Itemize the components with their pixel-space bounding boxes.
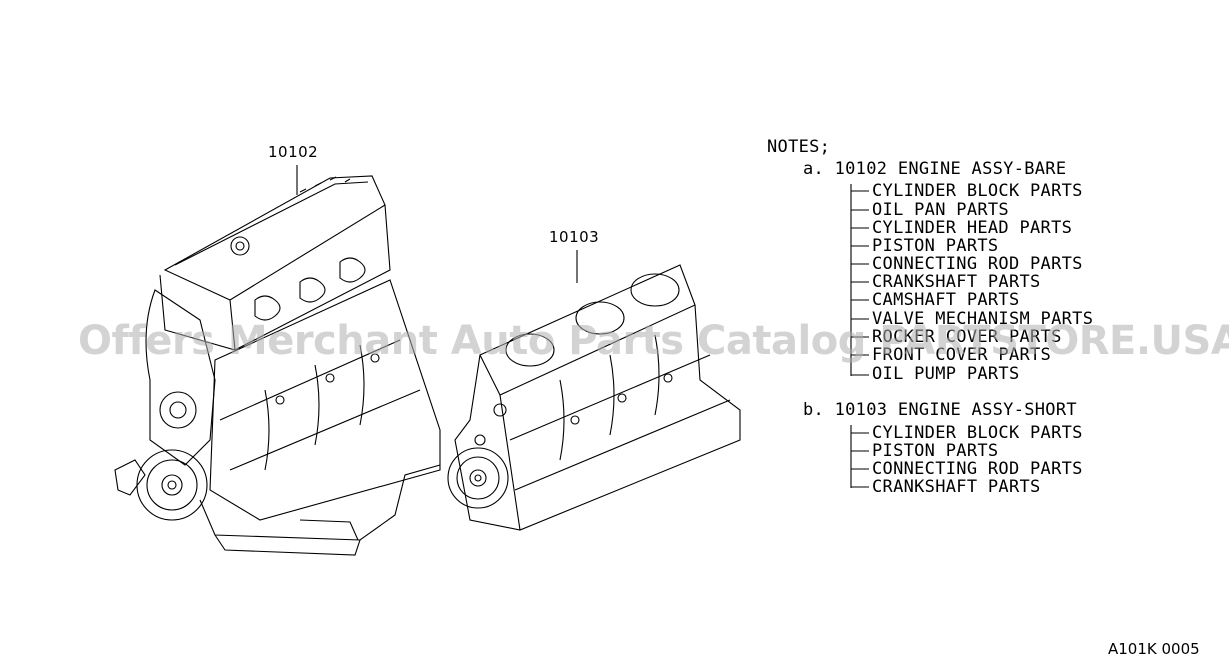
figure-code: A101K 0005: [1108, 640, 1200, 658]
notes-a-item: OIL PUMP PARTS: [872, 364, 1020, 384]
notes-a-title: a. 10102 ENGINE ASSY-BARE: [803, 159, 1067, 179]
notes-b-title: b. 10103 ENGINE ASSY-SHORT: [803, 400, 1077, 420]
notes-b-item: PISTON PARTS: [872, 441, 999, 461]
notes-a-bracket: [850, 184, 869, 376]
notes-a-item: CYLINDER HEAD PARTS: [872, 218, 1073, 238]
callout-10103: 10103: [549, 228, 600, 246]
notes-b-bracket: [850, 425, 869, 488]
notes-a-item: OIL PAN PARTS: [872, 200, 1009, 220]
engine-assy-short-drawing: [447, 264, 741, 531]
notes-b-item: CYLINDER BLOCK PARTS: [872, 423, 1083, 443]
notes-a-item: CRANKSHAFT PARTS: [872, 272, 1041, 292]
notes-heading: NOTES;: [767, 137, 831, 157]
notes-a-item: CONNECTING ROD PARTS: [872, 254, 1083, 274]
notes-a-item: VALVE MECHANISM PARTS: [872, 309, 1094, 329]
notes-a-item: ROCKER COVER PARTS: [872, 327, 1062, 347]
notes-a-item: PISTON PARTS: [872, 236, 999, 256]
engine-assy-bare-drawing: [114, 175, 441, 556]
notes-a-item: CYLINDER BLOCK PARTS: [872, 181, 1083, 201]
notes-b-item: CONNECTING ROD PARTS: [872, 459, 1083, 479]
notes-a-item: FRONT COVER PARTS: [872, 345, 1052, 365]
notes-b-item: CRANKSHAFT PARTS: [872, 477, 1041, 497]
notes-a-item: CAMSHAFT PARTS: [872, 290, 1020, 310]
callout-10102: 10102: [268, 143, 319, 161]
